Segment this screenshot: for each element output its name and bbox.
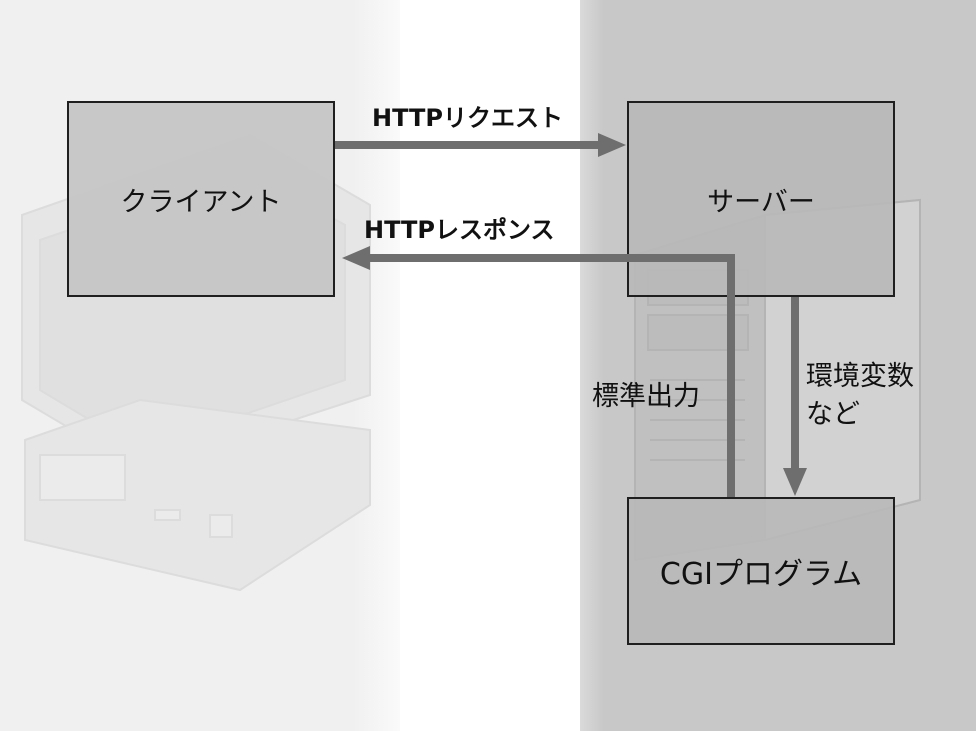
env-vars-label: 環境変数 など: [806, 358, 914, 434]
http-request-arrow: [335, 133, 626, 157]
client-label: クライアント: [120, 186, 282, 218]
cgi-program-box: CGIプログラム: [627, 497, 895, 645]
environment-arrow: [783, 297, 807, 496]
stdout-label: 標準出力: [592, 381, 700, 412]
env-vars-line2: など: [806, 399, 860, 430]
http-response-arrow: [342, 246, 735, 497]
server-box: サーバー: [627, 101, 895, 297]
env-vars-line1: 環境変数: [806, 361, 914, 392]
http-request-label: HTTPリクエスト: [372, 104, 563, 132]
server-label: サーバー: [707, 186, 815, 218]
http-response-label: HTTPレスポンス: [364, 216, 555, 244]
cgi-program-label: CGIプログラム: [659, 557, 863, 592]
client-box: クライアント: [67, 101, 335, 297]
